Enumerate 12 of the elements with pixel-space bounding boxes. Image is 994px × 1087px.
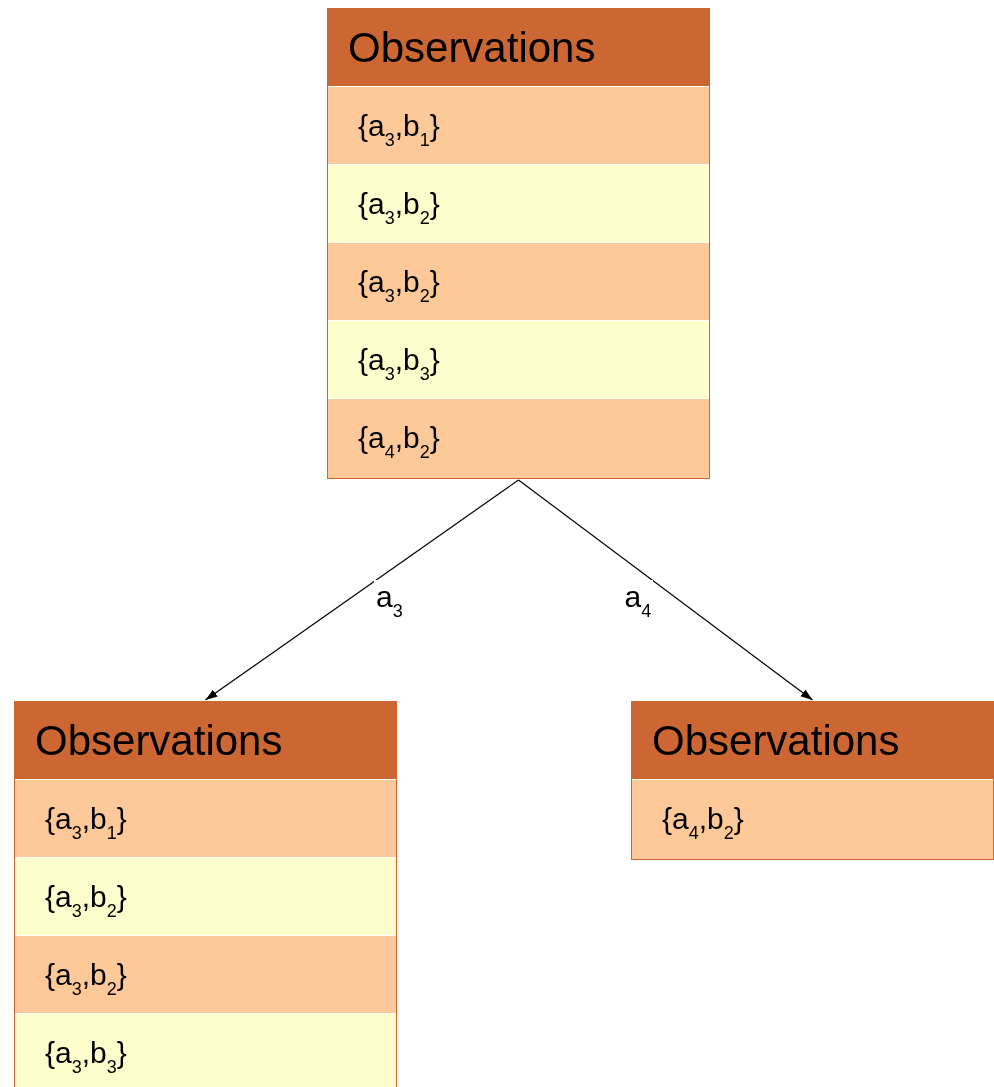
table — [14, 701, 397, 1087]
table-row: {a$_{3}$,b$_{2}$} — [15, 857, 396, 935]
arrow — [204, 479, 520, 701]
arrow — [517, 479, 814, 701]
table — [631, 701, 994, 860]
table-header: Observations — [15, 702, 396, 779]
table-row: {a$_{3}$,b$_{3}$} — [328, 320, 709, 398]
table-header: Observations — [632, 702, 993, 779]
table-row: {a$_{3}$,b$_{2}$} — [328, 164, 709, 242]
table-row: {a$_{3}$,b$_{3}$} — [15, 1013, 396, 1087]
table-header: Observations — [328, 9, 709, 86]
table — [327, 8, 710, 479]
